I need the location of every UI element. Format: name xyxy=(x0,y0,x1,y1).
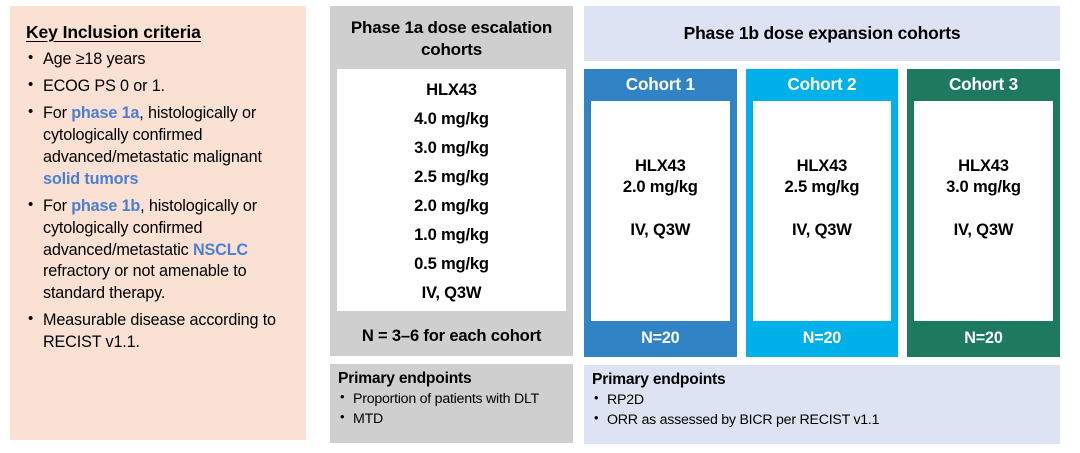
phase-1b-column: Phase 1b dose expansion cohorts Cohort 1… xyxy=(584,6,1060,444)
phase-1a-dose-line: 3.0 mg/kg xyxy=(414,137,489,157)
criteria-item: For phase 1b, histologically or cytologi… xyxy=(26,195,292,306)
criteria-title: Key Inclusion criteria xyxy=(26,22,201,42)
criteria-text: Age ≥18 years xyxy=(43,49,146,68)
phase-1b-endpoints-title: Primary endpoints xyxy=(592,371,726,388)
criteria-item: For phase 1a, histologically or cytologi… xyxy=(26,102,292,191)
criteria-highlight-term: phase 1a xyxy=(71,103,140,122)
phase-1b-endpoint-item: ORR as assessed by BICR per RECIST v1.1 xyxy=(592,409,1052,430)
criteria-text: Measurable disease according to RECIST v… xyxy=(43,311,276,352)
criteria-text: refractory or not amenable to standard t… xyxy=(43,262,247,303)
phase-1a-endpoints-list: Proportion of patients with DLTMTD xyxy=(338,388,565,430)
phase-1a-endpoints-panel: Primary endpoints Proportion of patients… xyxy=(330,364,573,443)
cohort-drug-name: HLX43 xyxy=(958,156,1009,175)
cohort-dose: 3.0 mg/kg xyxy=(946,176,1021,196)
criteria-text: For xyxy=(43,196,72,215)
cohort-sample-size: N=20 xyxy=(964,329,1003,347)
cohort-route: IV, Q3W xyxy=(953,219,1014,239)
phase-1b-endpoint-item: RP2D xyxy=(592,389,1052,410)
criteria-highlight-term: NSCLC xyxy=(192,240,248,259)
phase-1a-dose-box: HLX43 4.0 mg/kg 3.0 mg/kg 2.5 mg/kg 2.0 mg/k… xyxy=(337,68,566,311)
phase-1a-endpoints-title: Primary endpoints xyxy=(338,370,472,387)
criteria-text: For xyxy=(43,103,72,122)
phase-1b-endpoints-list: RP2DORR as assessed by BICR per RECIST v… xyxy=(592,389,1052,431)
phase-1a-dose-line: 1.0 mg/kg xyxy=(414,224,489,244)
phase-1b-header: Phase 1b dose expansion cohorts xyxy=(584,6,1060,61)
criteria-highlight-term: phase 1b xyxy=(71,196,141,215)
criteria-item: Measurable disease according to RECIST v… xyxy=(26,309,292,354)
criteria-item: Age ≥18 years xyxy=(26,48,292,71)
cohort-dose: 2.5 mg/kg xyxy=(784,176,860,196)
criteria-highlight-term: solid tumors xyxy=(43,169,139,188)
cohort-sample-size: N=20 xyxy=(802,329,842,347)
key-inclusion-criteria-panel: Key Inclusion criteria Age ≥18 yearsECOG… xyxy=(10,6,306,440)
phase-1a-dose-line: HLX43 xyxy=(426,79,477,99)
cohort-route: IV, Q3W xyxy=(630,219,691,239)
cohort-drug-name: HLX43 xyxy=(796,156,848,175)
phase-1b-endpoints-panel: Primary endpoints RP2DORR as assessed by… xyxy=(584,365,1060,444)
cohort-title: Cohort 2 xyxy=(787,74,857,94)
phase-1a-dose-line: 0.5 mg/kg xyxy=(414,254,489,274)
phase-1a-dose-line: 2.5 mg/kg xyxy=(414,166,489,186)
criteria-text: , histologically or cytologically confir… xyxy=(43,103,262,166)
criteria-text: ECOG PS 0 or 1. xyxy=(43,76,165,95)
criteria-text: , histologically or cytologically confir… xyxy=(43,196,257,259)
phase-1a-endpoint-item: Proportion of patients with DLT xyxy=(338,388,565,409)
cohort-title: Cohort 1 xyxy=(625,74,695,94)
cohort-title: Cohort 3 xyxy=(948,74,1019,94)
phase-1a-dose-line: 4.0 mg/kg xyxy=(414,108,489,128)
cohort-drug-name: HLX43 xyxy=(634,156,686,175)
phase-1a-header: Phase 1a dose escalation cohorts xyxy=(350,18,553,59)
criteria-list: Age ≥18 yearsECOG PS 0 or 1. For phase 1a… xyxy=(26,48,292,354)
phase-1a-dose-line: 2.0 mg/kg xyxy=(414,195,489,215)
cohort-sample-size: N=20 xyxy=(641,329,680,347)
cohort-dose: 2.0 mg/kg xyxy=(622,176,698,196)
phase-1a-column: Phase 1a dose escalation cohorts HLX43 4.… xyxy=(330,6,573,443)
phase-1a-sample-size: N = 3–6 for each cohort xyxy=(361,325,542,345)
phase-1a-dose-line: IV, Q3W xyxy=(421,283,482,303)
phase-1a-endpoint-item: MTD xyxy=(338,408,565,429)
cohort-route: IV, Q3W xyxy=(792,219,852,239)
criteria-item: ECOG PS 0 or 1. xyxy=(26,75,292,98)
phase-1a-panel: Phase 1a dose escalation cohorts HLX43 4.… xyxy=(330,6,573,356)
